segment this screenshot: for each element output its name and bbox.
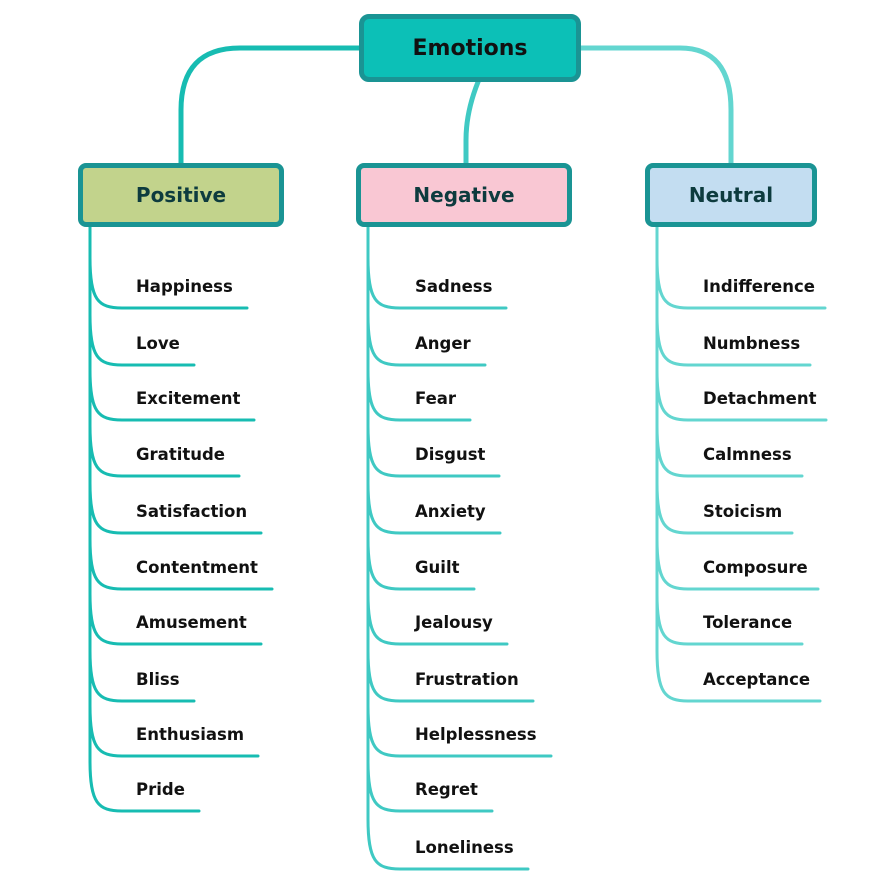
branch-line-stoicism xyxy=(655,225,794,535)
branch-line-satisfaction xyxy=(88,225,263,535)
leaf-item-indifference[interactable]: Indifference xyxy=(703,277,815,296)
leaf-item-contentment[interactable]: Contentment xyxy=(136,558,258,577)
leaf-item-disgust[interactable]: Disgust xyxy=(415,445,486,464)
leaf-item-amusement[interactable]: Amusement xyxy=(136,613,247,632)
leaf-item-fear[interactable]: Fear xyxy=(415,389,457,408)
leaf-item-love[interactable]: Love xyxy=(136,334,180,353)
branch-line-acceptance xyxy=(655,225,822,703)
branch-line-anxiety xyxy=(366,225,502,535)
leaf-item-satisfaction[interactable]: Satisfaction xyxy=(136,502,248,521)
leaf-item-anxiety[interactable]: Anxiety xyxy=(415,502,486,521)
category-node-positive[interactable]: Positive xyxy=(78,163,284,227)
connector-root-neutral xyxy=(578,45,734,166)
connector-root-positive xyxy=(178,45,362,166)
leaf-item-gratitude[interactable]: Gratitude xyxy=(136,445,225,464)
leaf-item-guilt[interactable]: Guilt xyxy=(415,558,460,577)
leaf-item-happiness[interactable]: Happiness xyxy=(136,277,233,296)
leaf-item-helplessness[interactable]: Helplessness xyxy=(415,725,537,744)
leaf-item-composure[interactable]: Composure xyxy=(703,558,808,577)
leaf-item-calmness[interactable]: Calmness xyxy=(703,445,792,464)
connector-root-negative xyxy=(463,79,481,166)
branch-line-loneliness xyxy=(366,225,530,871)
leaf-item-bliss[interactable]: Bliss xyxy=(136,670,180,689)
leaf-item-detachment[interactable]: Detachment xyxy=(703,389,817,408)
leaf-item-jealousy[interactable]: Jealousy xyxy=(415,613,493,632)
category-node-neutral[interactable]: Neutral xyxy=(645,163,817,227)
category-node-negative[interactable]: Negative xyxy=(356,163,572,227)
leaf-item-enthusiasm[interactable]: Enthusiasm xyxy=(136,725,245,744)
leaf-item-excitement[interactable]: Excitement xyxy=(136,389,241,408)
root-node-emotions[interactable]: Emotions xyxy=(359,14,581,82)
leaf-item-sadness[interactable]: Sadness xyxy=(415,277,493,296)
leaf-item-stoicism[interactable]: Stoicism xyxy=(703,502,783,521)
leaf-item-loneliness[interactable]: Loneliness xyxy=(415,838,514,857)
branch-line-pride xyxy=(88,225,201,813)
leaf-item-numbness[interactable]: Numbness xyxy=(703,334,801,353)
leaf-item-regret[interactable]: Regret xyxy=(415,780,478,799)
leaf-item-anger[interactable]: Anger xyxy=(415,334,471,353)
leaf-item-tolerance[interactable]: Tolerance xyxy=(703,613,793,632)
leaf-item-acceptance[interactable]: Acceptance xyxy=(703,670,811,689)
leaf-item-frustration[interactable]: Frustration xyxy=(415,670,519,689)
leaf-item-pride[interactable]: Pride xyxy=(136,780,185,799)
